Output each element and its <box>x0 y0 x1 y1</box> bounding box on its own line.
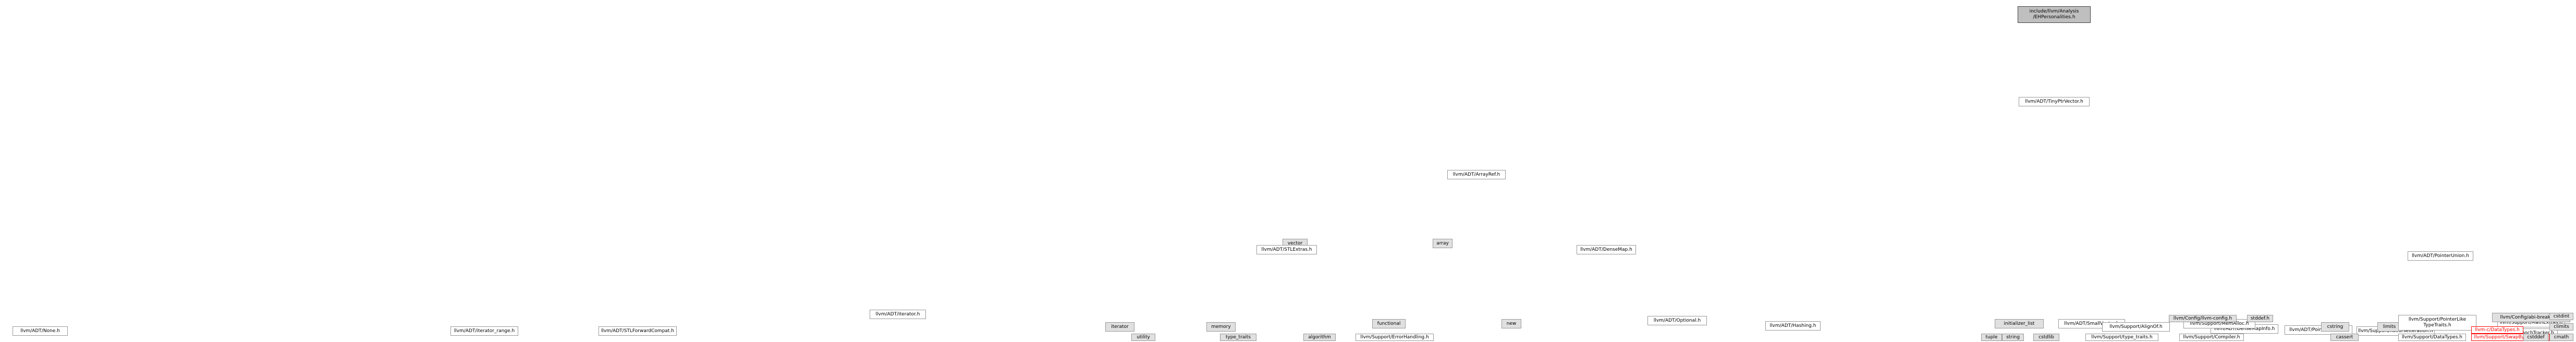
node-llvmconfig[interactable]: llvm/Config/llvm-config.h <box>2169 315 2237 322</box>
node-alignof[interactable]: llvm/Support/AlignOf.h <box>2102 322 2170 332</box>
node-utility[interactable]: utility <box>1131 334 1155 341</box>
node-stlforwardcompat[interactable]: llvm/ADT/STLForwardCompat.h <box>599 326 677 336</box>
node-cmath[interactable]: cmath <box>2549 334 2573 341</box>
node-tinyptrvector[interactable]: llvm/ADT/TinyPtrVector.h <box>2019 97 2090 106</box>
node-datatypes[interactable]: llvm/Support/DataTypes.h <box>2398 334 2466 341</box>
node-string[interactable]: string <box>2002 334 2024 341</box>
node-initializer-list[interactable]: initializer_list <box>1995 319 2044 328</box>
node-new-h[interactable]: new <box>1501 319 1521 328</box>
node-hashing[interactable]: llvm/ADT/Hashing.h <box>1765 321 1821 331</box>
node-iterator-h[interactable]: llvm/ADT/iterator.h <box>870 310 926 319</box>
node-llvmc-datatypes[interactable]: llvm-c/DataTypes.h <box>2471 326 2523 334</box>
node-array[interactable]: array <box>1433 239 1452 248</box>
node-iterator-range[interactable]: llvm/ADT/iterator_range.h <box>450 326 518 336</box>
node-climits[interactable]: climits <box>2549 323 2573 331</box>
node-none-h[interactable]: llvm/ADT/None.h <box>13 326 68 336</box>
node-pointerunion[interactable]: llvm/ADT/PointerUnion.h <box>2408 251 2473 261</box>
node-cstddef[interactable]: cstddef <box>2523 334 2548 341</box>
node-pointerliketypetraits[interactable]: llvm/Support/PointerLike TypeTraits.h <box>2398 315 2476 331</box>
node-algorithm[interactable]: algorithm <box>1303 334 1336 341</box>
node-cstring[interactable]: cstring <box>2321 322 2349 332</box>
node-cassert[interactable]: cassert <box>2330 334 2359 341</box>
node-memory[interactable]: memory <box>1206 322 1236 332</box>
node-stddef-h[interactable]: stddef.h <box>2247 315 2273 322</box>
node-stlextras[interactable]: llvm/ADT/STLExtras.h <box>1256 245 1317 254</box>
node-typetraits-support[interactable]: llvm/Support/type_traits.h <box>2085 334 2158 341</box>
node-tuple[interactable]: tuple <box>1981 334 2002 341</box>
node-cstdlib[interactable]: cstdlib <box>2033 334 2059 341</box>
node-arrayref[interactable]: llvm/ADT/ArrayRef.h <box>1447 170 1506 179</box>
node-root[interactable]: include/llvm/Analysis /EHPersonalities.h <box>2018 6 2091 23</box>
node-functional[interactable]: functional <box>1372 319 1406 328</box>
node-cstdint[interactable]: cstdint <box>2549 313 2573 320</box>
node-optional-h[interactable]: llvm/ADT/Optional.h <box>1647 316 1707 325</box>
node-errorhandling[interactable]: llvm/Support/ErrorHandling.h <box>1356 334 1434 341</box>
node-type-traits[interactable]: type_traits <box>1220 334 1256 341</box>
node-densemap[interactable]: llvm/ADT/DenseMap.h <box>1577 245 1636 254</box>
node-compiler[interactable]: llvm/Support/Compiler.h <box>2179 334 2244 341</box>
node-iterator-sys[interactable]: iterator <box>1105 322 1134 332</box>
node-limits[interactable]: limits <box>2377 322 2401 332</box>
